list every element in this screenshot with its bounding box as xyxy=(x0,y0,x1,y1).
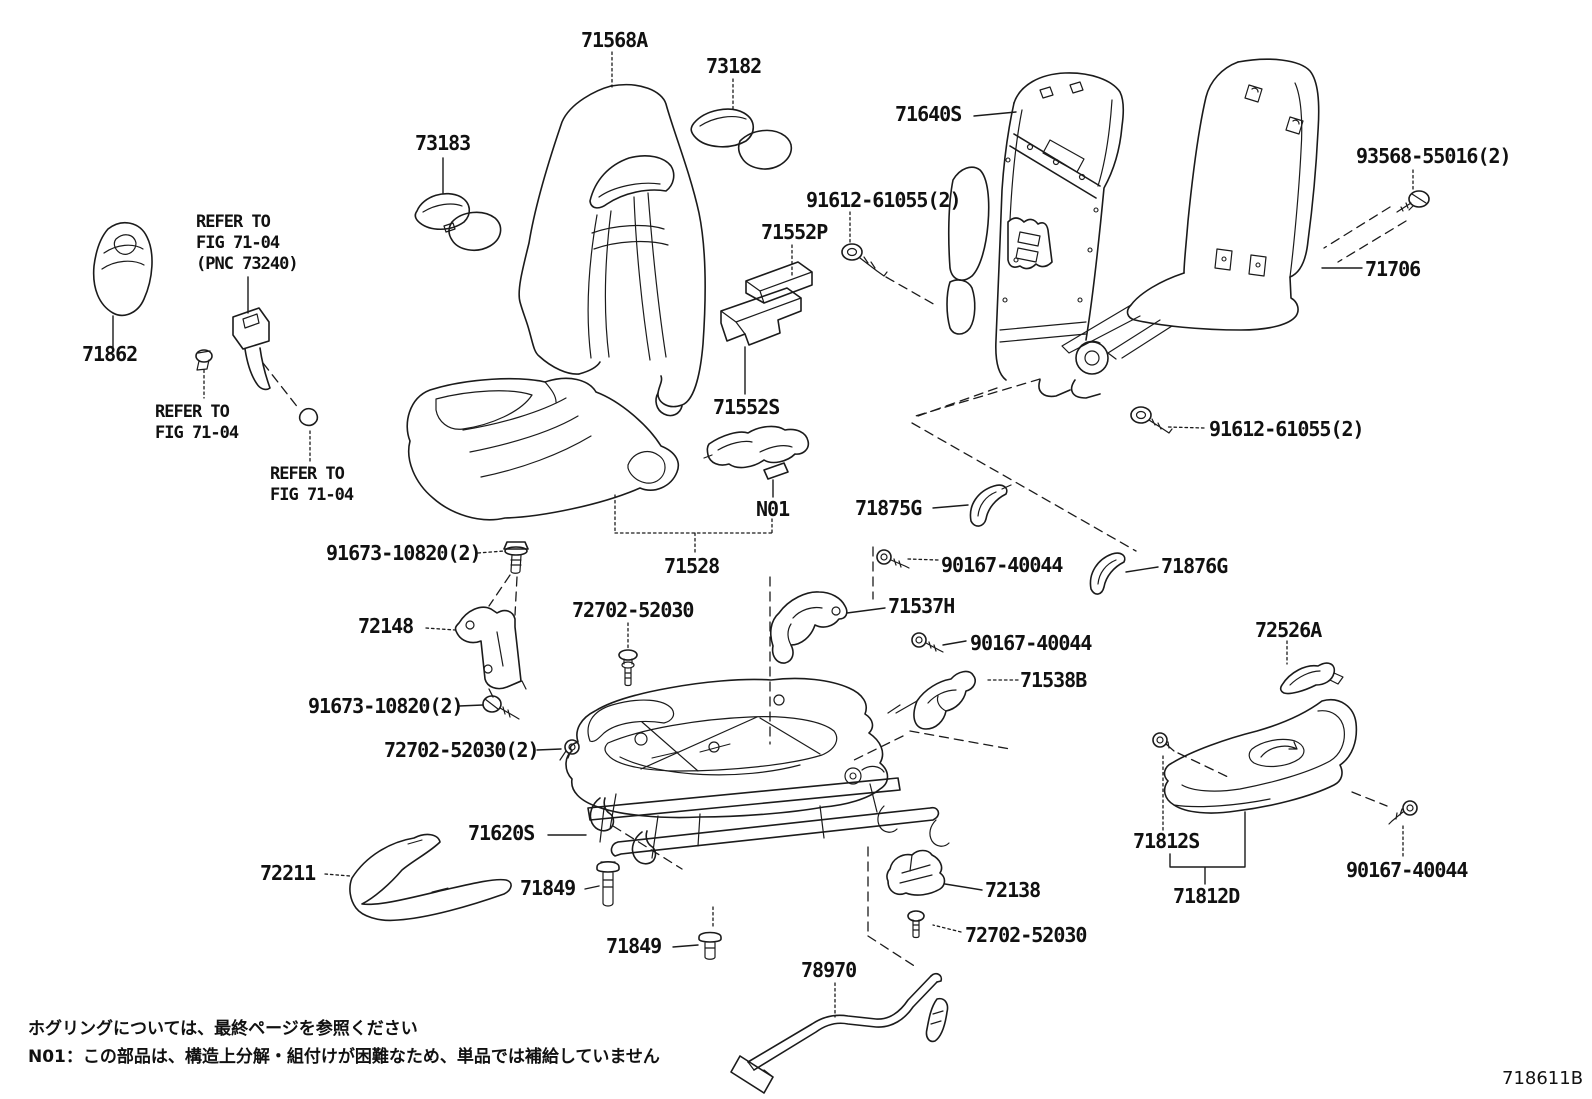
seat-back-cushion-drawing xyxy=(518,83,707,417)
wire-n01-drawing xyxy=(703,425,810,480)
screw-90167-40044-b xyxy=(911,632,944,653)
bracket-72138-drawing xyxy=(886,849,946,896)
clip-71876G-drawing xyxy=(1089,552,1126,595)
clip-71875G-drawing xyxy=(969,484,1012,527)
handle-78970-drawing xyxy=(730,973,949,1094)
bolt-71849-b xyxy=(698,931,722,960)
screw-72702-52030-b xyxy=(907,910,925,939)
pad-71552S-drawing xyxy=(720,287,802,346)
figure-number: 718611B xyxy=(1502,1068,1584,1089)
cover-71862-drawing xyxy=(92,221,153,317)
screw-93568-55016 xyxy=(1396,190,1430,213)
bolt-91612-61055-b xyxy=(1130,406,1173,434)
shield-71537H-drawing xyxy=(769,591,848,664)
bolt-71849-a xyxy=(596,860,620,907)
seat-adjuster-frame-drawing xyxy=(565,677,950,857)
bolt-91612-61055-a xyxy=(841,243,888,277)
screw-90167-40044-a xyxy=(876,549,910,569)
seat-cushion-drawing xyxy=(406,377,680,521)
screw-72702-52030-a xyxy=(618,649,638,687)
side-shield-71812-drawing xyxy=(1152,699,1358,814)
knob-72526A-drawing xyxy=(1279,662,1344,695)
shield-71538B-drawing xyxy=(887,670,976,730)
belt-buckle-drawing xyxy=(195,307,319,427)
footnote-hog-ring: ホグリングについては、最終ページを参照ください xyxy=(28,1019,418,1039)
bracket-72148-drawing xyxy=(454,606,527,690)
seat-back-frame-drawing xyxy=(946,72,1125,399)
bolt-91673-10820-b xyxy=(482,695,520,720)
leader-lines-solid xyxy=(112,111,1363,948)
assembly-lines-dashed xyxy=(262,206,1407,968)
screw-90167-40044-c xyxy=(1388,800,1418,825)
leader-lines-dotted xyxy=(203,51,1414,1018)
cover-73183-drawing xyxy=(414,192,502,252)
footnote-n01: N01：この部品は、構造上分解・組付けが困難なため、単品では補給していません xyxy=(28,1047,660,1067)
wire-72211-drawing xyxy=(349,833,512,922)
cover-73182-drawing xyxy=(690,108,793,170)
bolt-91673-10820-a xyxy=(503,541,529,574)
seat-back-board-drawing xyxy=(1061,58,1320,360)
pad-71552P-drawing xyxy=(745,261,813,304)
